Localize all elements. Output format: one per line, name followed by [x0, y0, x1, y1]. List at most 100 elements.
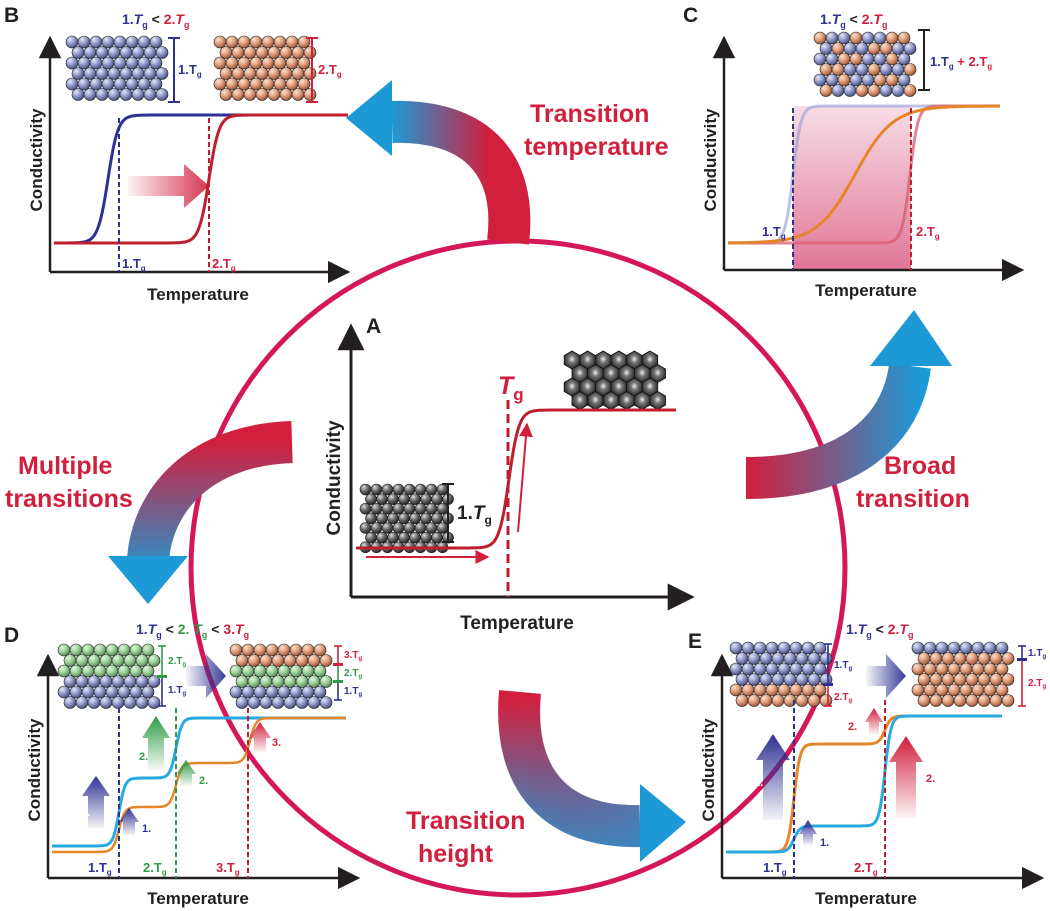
block-arrow-icon	[866, 654, 906, 698]
block-arrow-icon	[889, 736, 923, 818]
panel-d-label: D	[4, 624, 19, 647]
scale-bar-icon	[333, 645, 343, 701]
scale-bar-icon	[306, 37, 318, 103]
block-arrow-icon	[119, 808, 139, 835]
panel-e-curve-cyan	[726, 714, 1002, 854]
panel-d-arrow3-label: 3.	[272, 737, 281, 749]
panel-e-right-bar1-label: 1.Tg	[1028, 648, 1046, 660]
block-arrow-icon	[128, 164, 209, 208]
curved-arrow-icon	[745, 310, 952, 499]
scale-bar-icon	[157, 645, 167, 707]
panel-b-title: 1.Tg < 2.Tg	[122, 11, 189, 30]
panel-c-broad-band	[793, 106, 911, 270]
panel-d-arrow2-small-label: 2.	[199, 775, 208, 787]
panel-d-red1-bar-label: 1.Tg	[344, 686, 362, 698]
central-circle	[188, 238, 848, 898]
panel-d-tg1-label: 1.Tg	[88, 860, 112, 877]
panel-c-xlabel: Temperature	[815, 281, 917, 300]
panel-a-curve	[356, 408, 676, 550]
scale-bar-icon	[823, 643, 833, 707]
caption-height-1: Transition	[406, 807, 525, 835]
panel-c-tg2-label: 2.Tg	[916, 224, 940, 241]
curved-arrow-icon	[346, 80, 531, 245]
lattice-icon	[57, 643, 161, 709]
panel-b-xlabel: Temperature	[147, 285, 249, 304]
panel-a-rise-arrow	[517, 422, 533, 533]
lattice-icon	[213, 35, 317, 101]
panel-d: D Conductivity Temperature 1.Tg < 2. Tg …	[4, 621, 362, 908]
block-arrow-icon	[865, 708, 883, 734]
panel-e-arrow1-big-label: 1.	[754, 777, 763, 789]
panel-e-arrow1-small-label: 1.	[820, 837, 829, 849]
panel-b-tg1-label: 1.Tg	[122, 256, 146, 273]
panel-d-ylabel: Conductivity	[25, 718, 44, 821]
panel-d-arrow1-small-label: 1.	[142, 823, 151, 835]
panel-c: C Conductivity Temperature 1.Tg < 2.Tg 1…	[683, 4, 1025, 300]
panel-d-red2-bar-label: 2.Tg	[344, 668, 362, 680]
lattice-icon	[813, 31, 917, 97]
panel-d-title: 1.Tg < 2. Tg < 3.Tg	[136, 621, 249, 640]
panel-e: E Conductivity Temperature 1.Tg < 2.Tg 1…	[688, 621, 1046, 908]
caption-transition-temperature-1: Transition	[530, 100, 649, 128]
panel-e-tg2-label: 2.Tg	[854, 860, 878, 877]
curved-arrow-icon	[498, 690, 686, 862]
panel-a-label: A	[366, 315, 381, 338]
panel-e-right-bar2-label: 2.Tg	[1028, 678, 1046, 690]
lattice-icon	[729, 641, 833, 707]
block-arrow-icon	[186, 654, 226, 698]
panel-d-xlabel: Temperature	[147, 889, 249, 908]
panel-d-tg2-label: 2.Tg	[143, 860, 167, 877]
panel-c-bar-label: 1.Tg + 2.Tg	[930, 54, 992, 71]
scale-bar-icon	[442, 483, 454, 543]
panel-e-arrow2-small-label: 2.	[848, 721, 857, 733]
panel-d-green-bar-label: 2.Tg	[168, 656, 186, 668]
panel-a-layer-label: 1.Tg	[457, 503, 492, 527]
block-arrow-icon	[756, 734, 790, 820]
panel-e-xlabel: Temperature	[815, 889, 917, 908]
caption-broad-1: Broad	[884, 452, 956, 480]
panel-c-ylabel: Conductivity	[701, 108, 720, 211]
panel-b-curve-2	[54, 113, 348, 245]
lattice-icon	[563, 350, 666, 410]
panel-a: A Conductivity Temperature 1.Tg Tg	[324, 315, 695, 634]
panel-d-arrow1-big-label: 1.	[81, 807, 90, 819]
panel-c-curve-broad	[728, 104, 1000, 245]
lattice-icon	[65, 35, 169, 101]
caption-multiple-2: transitions	[5, 485, 133, 513]
panel-e-label: E	[688, 630, 702, 653]
panel-b-label: B	[4, 4, 19, 27]
panel-e-tg1-label: 1.Tg	[763, 860, 787, 877]
block-arrow-icon	[82, 776, 110, 828]
panel-d-tg3-label: 3.Tg	[216, 860, 240, 877]
lattice-icon	[359, 483, 454, 554]
panel-e-arrow2-big-label: 2.	[926, 773, 935, 785]
panel-b-bar1-label: 1.Tg	[178, 62, 202, 79]
caption-broad-2: transition	[856, 485, 970, 513]
panel-e-left-bar2-label: 2.Tg	[834, 692, 852, 704]
scale-bar-icon	[1017, 645, 1027, 707]
panel-a-ylabel: Conductivity	[324, 420, 345, 535]
panel-a-xlabel: Temperature	[460, 613, 574, 634]
curved-arrow-icon	[108, 421, 294, 604]
panel-b: B Conductivity Temperature 1.Tg < 2.Tg 1…	[4, 4, 351, 304]
panel-c-label: C	[683, 4, 698, 27]
block-arrow-icon	[249, 722, 271, 752]
caption-transition-temperature-2: temperature	[524, 133, 669, 161]
panel-e-left-bar1-label: 1.Tg	[834, 660, 852, 672]
lattice-icon	[229, 643, 333, 709]
lattice-icon	[911, 641, 1015, 707]
block-arrow-icon	[176, 760, 196, 786]
caption-height-2: height	[418, 840, 494, 868]
panel-a-tg-label: Tg	[498, 372, 524, 404]
scale-bar-icon	[168, 37, 180, 103]
panel-c-tg1-label: 1.Tg	[762, 224, 786, 241]
panel-d-red3-bar-label: 3.Tg	[344, 650, 362, 662]
block-arrow-icon	[799, 820, 817, 845]
panel-e-ylabel: Conductivity	[699, 718, 718, 821]
caption-multiple-1: Multiple	[18, 452, 113, 480]
panel-e-title: 1.Tg < 2.Tg	[846, 621, 913, 640]
block-arrow-icon	[142, 716, 170, 770]
panel-d-curve-orange	[52, 716, 346, 854]
panel-b-tg2-label: 2.Tg	[212, 256, 236, 273]
